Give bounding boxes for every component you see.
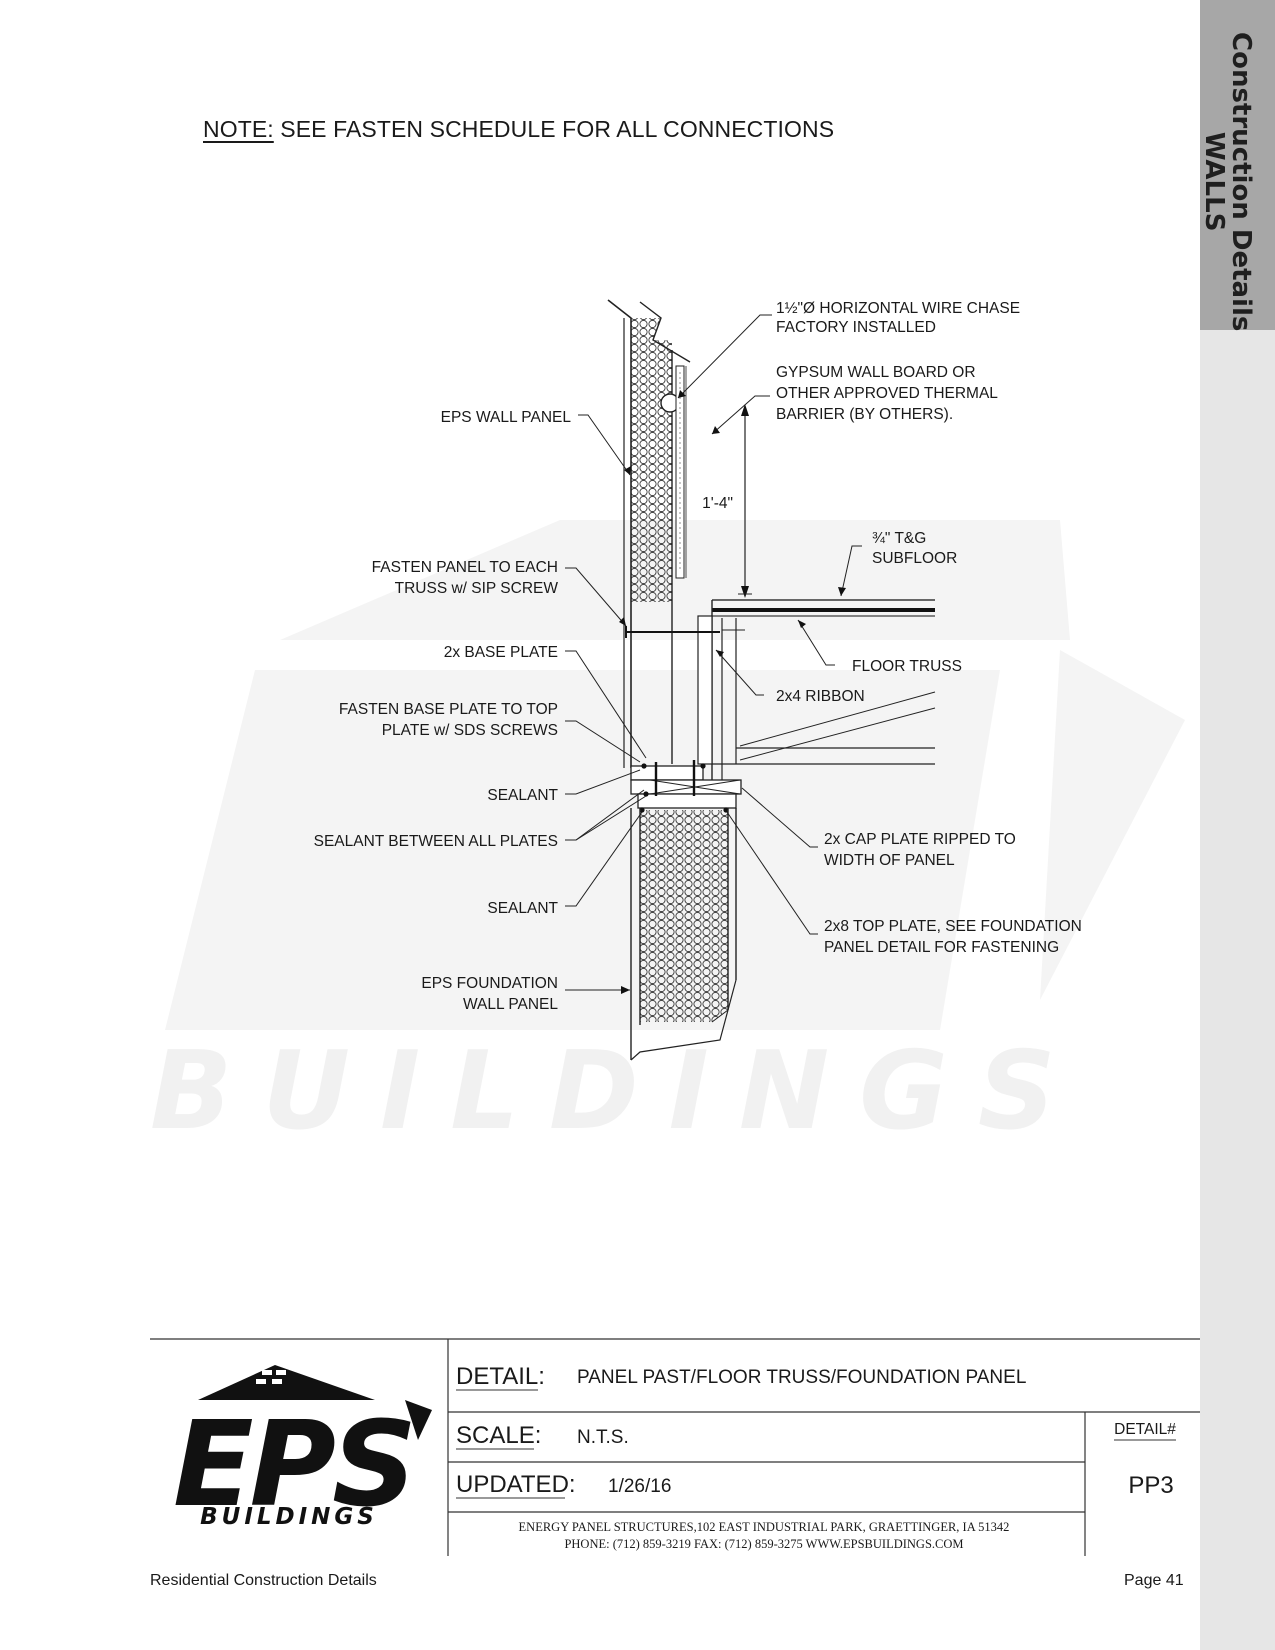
detail-number-value: PP3: [1128, 1472, 1173, 1499]
footer-left: Residential Construction Details: [150, 1572, 377, 1589]
label-fasten-panel-1: FASTEN PANEL TO EACH: [372, 559, 558, 576]
leader-lines: [565, 314, 862, 991]
side-tab-line1: Construction Details: [1226, 32, 1256, 332]
label-sealant-between: SEALANT BETWEEN ALL PLATES: [314, 833, 558, 850]
label-ribbon: 2x4 RIBBON: [776, 688, 865, 705]
side-tab-line2: WALLS: [1199, 131, 1229, 232]
side-tab-header: [1200, 0, 1275, 330]
label-top-plate-2: PANEL DETAIL FOR FASTENING: [824, 939, 1059, 956]
label-foundation-1: EPS FOUNDATION: [421, 975, 558, 992]
label-wire-chase-1: 1½"Ø HORIZONTAL WIRE CHASE: [776, 300, 1020, 317]
updated-label: UPDATED:: [456, 1471, 576, 1498]
address-line-1: ENERGY PANEL STRUCTURES,102 EAST INDUSTR…: [519, 1520, 1010, 1534]
watermark-text: BUILDINGS: [150, 1029, 1086, 1154]
title-block: DETAIL: PANEL PAST/FLOOR TRUSS/FOUNDATIO…: [150, 1338, 1200, 1556]
sip-screw: [625, 626, 720, 638]
dimension-line: 1'-4": [702, 404, 752, 598]
ribbon: [697, 615, 713, 765]
logo-subtext: BUILDINGS: [200, 1504, 378, 1530]
scale-value: N.T.S.: [577, 1427, 629, 1448]
label-fasten-base-2: PLATE w/ SDS SCREWS: [382, 722, 558, 739]
side-tab: Construction Details WALLS: [1199, 0, 1275, 1650]
logo-text: EPS: [173, 1395, 413, 1533]
label-cap-plate-2: WIDTH OF PANEL: [824, 852, 955, 869]
side-tab-title: Construction Details WALLS: [1199, 32, 1256, 332]
label-cap-plate-1: 2x CAP PLATE RIPPED TO: [824, 831, 1016, 848]
label-wire-chase-2: FACTORY INSTALLED: [776, 319, 936, 336]
label-base-plate: 2x BASE PLATE: [444, 644, 558, 661]
label-floor-truss: FLOOR TRUSS: [852, 658, 962, 675]
detail-value: PANEL PAST/FLOOR TRUSS/FOUNDATION PANEL: [577, 1367, 1026, 1388]
address-line-2: PHONE: (712) 859-3219 FAX: (712) 859-327…: [564, 1537, 963, 1551]
gypsum-board: [675, 365, 687, 579]
updated-value: 1/26/16: [608, 1476, 671, 1497]
leader-arrows: [619, 390, 846, 994]
plates: [630, 760, 742, 813]
detail-number-label: DETAIL#: [1114, 1421, 1176, 1438]
detail-label: DETAIL:: [456, 1363, 545, 1390]
label-gypsum-3: BARRIER (BY OTHERS).: [776, 406, 953, 423]
label-top-plate-1: 2x8 TOP PLATE, SEE FOUNDATION: [824, 918, 1082, 935]
label-foundation-2: WALL PANEL: [463, 996, 558, 1013]
label-sealant-1: SEALANT: [487, 787, 558, 804]
label-subfloor-1: ¾" T&G: [872, 530, 926, 547]
footer-page-number: Page 41: [1124, 1572, 1184, 1589]
eps-wall-panel: [607, 299, 691, 768]
eps-foundation-panel: [630, 808, 737, 1061]
eps-logo: EPS BUILDINGS: [173, 1365, 432, 1533]
label-sealant-2: SEALANT: [487, 900, 558, 917]
label-gypsum-1: GYPSUM WALL BOARD OR: [776, 364, 976, 381]
note-prefix: NOTE:: [203, 116, 274, 142]
construction-detail-drawing: BUILDINGS: [150, 299, 1200, 1556]
label-eps-wall-panel: EPS WALL PANEL: [441, 409, 572, 426]
label-gypsum-2: OTHER APPROVED THERMAL: [776, 385, 998, 402]
scale-label: SCALE:: [456, 1422, 541, 1449]
label-fasten-panel-2: TRUSS w/ SIP SCREW: [395, 580, 559, 597]
dimension-text: 1'-4": [702, 495, 733, 512]
label-subfloor-2: SUBFLOOR: [872, 550, 957, 567]
label-fasten-base-1: FASTEN BASE PLATE TO TOP: [339, 701, 558, 718]
general-note: NOTE: SEE FASTEN SCHEDULE FOR ALL CONNEC…: [203, 116, 834, 143]
note-text: SEE FASTEN SCHEDULE FOR ALL CONNECTIONS: [273, 116, 835, 142]
drawing-labels: 1½"Ø HORIZONTAL WIRE CHASE FACTORY INSTA…: [314, 300, 1082, 1013]
